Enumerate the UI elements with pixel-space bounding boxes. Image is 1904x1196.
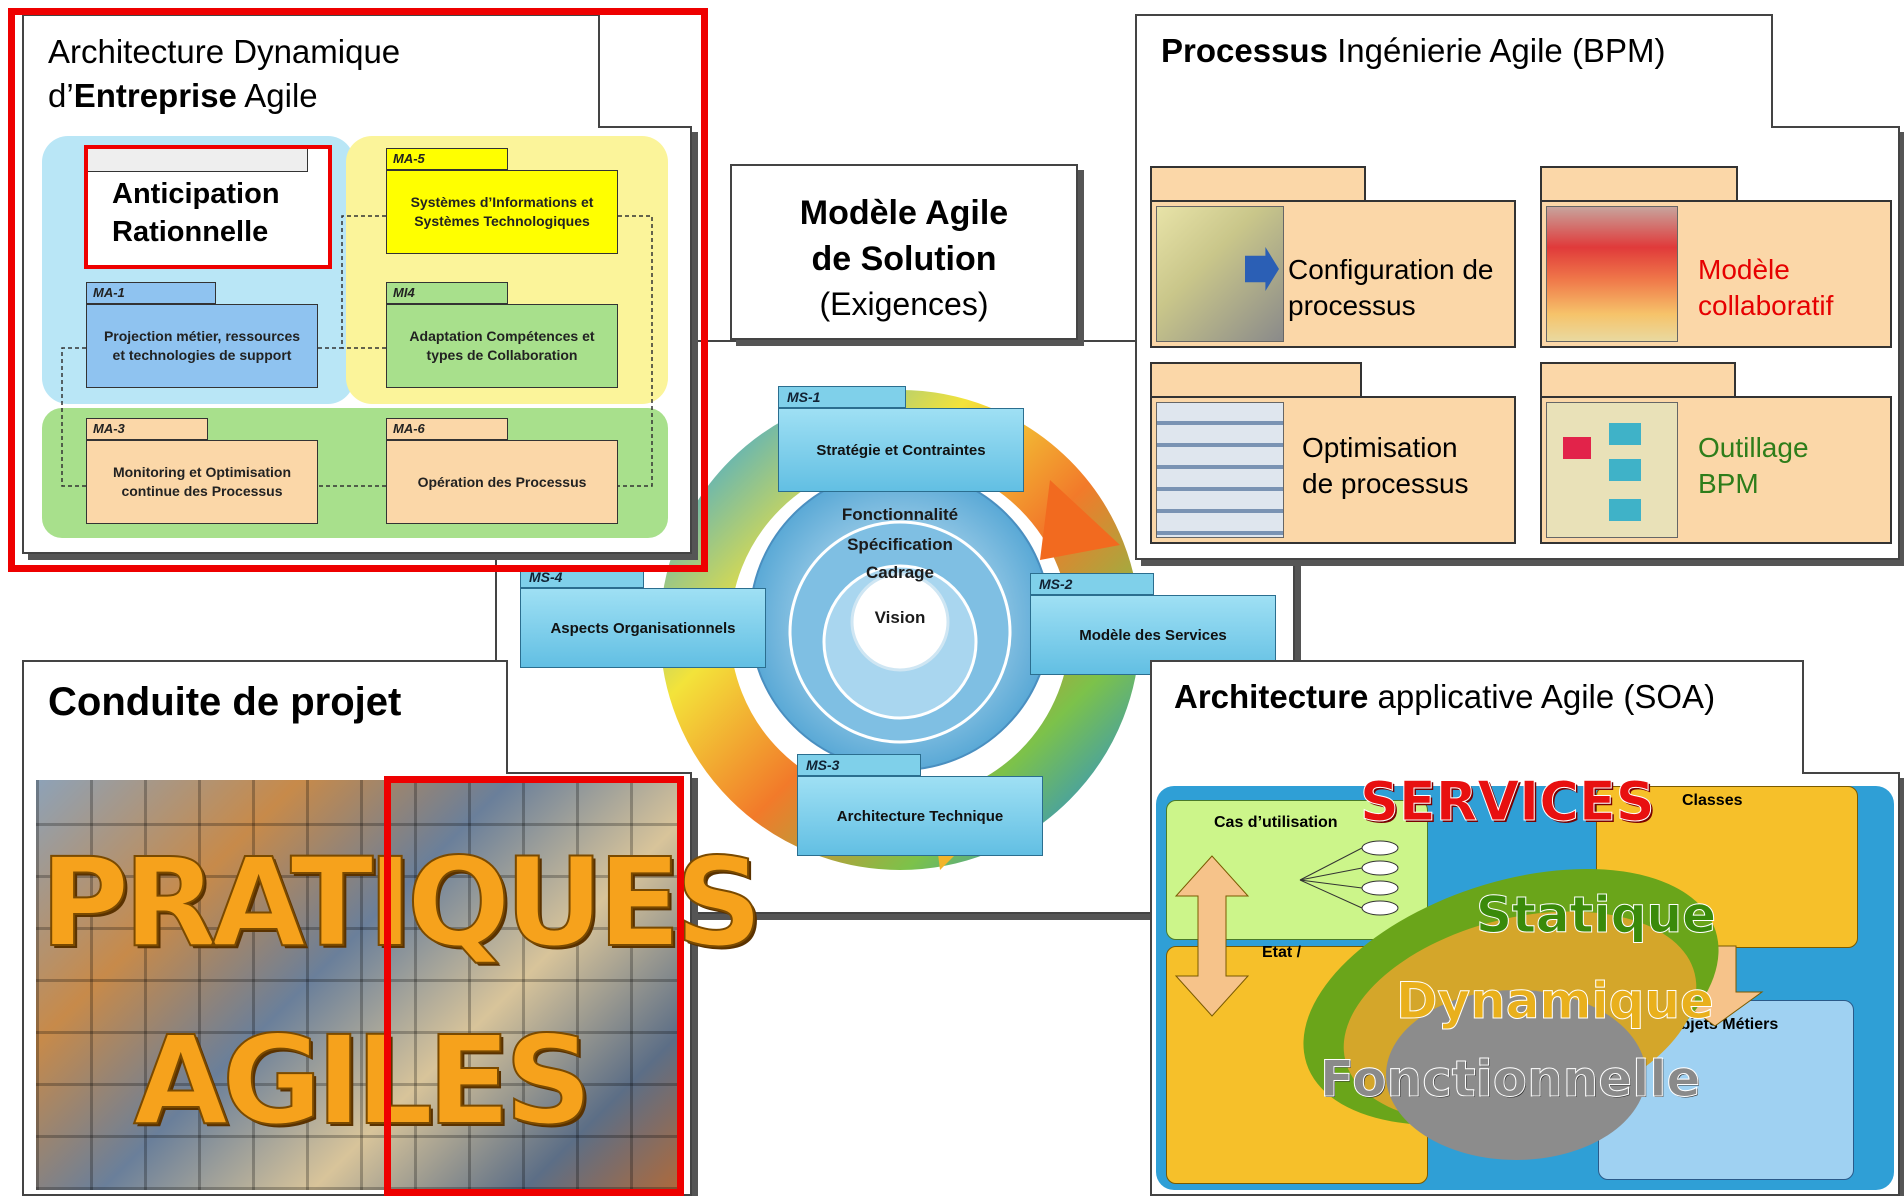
bpm-title-rest: Ingénierie Agile (BPM)	[1327, 32, 1666, 69]
soa-services-word: SERVICES	[1360, 770, 1656, 834]
solution-title-line3: (Exigences)	[819, 286, 989, 322]
projet-highlight-frame	[384, 776, 684, 1196]
anticipation-tab	[86, 146, 308, 172]
ead-title-line1: Architecture Dynamique	[48, 33, 401, 70]
anticipation-highlight-frame	[84, 145, 332, 269]
bpm-title-tab: Processus Ingénierie Agile (BPM)	[1135, 14, 1773, 128]
ms4-box: Aspects Organisationnels	[520, 588, 766, 668]
soa-objets-label: Objets Métiers	[1668, 1016, 1779, 1033]
soa-etat-label: Etat /	[1262, 944, 1302, 961]
ring-label-vision: Vision	[874, 608, 926, 627]
soa-ellipse-inner	[1386, 990, 1646, 1160]
soa-title-tab: Architecture applicative Agile (SOA)	[1150, 660, 1804, 774]
soa-dynamique-word: Dynamique	[1396, 972, 1715, 1031]
anticipation-line1: Anticipation	[112, 178, 280, 210]
ma4-tag: MI4	[386, 282, 508, 304]
projet-title: Conduite de projet	[48, 680, 402, 724]
ms3-box: Architecture Technique	[797, 776, 1043, 856]
bpm-item1-label-line1: Configuration de	[1288, 254, 1494, 285]
ms2-tag: MS-2	[1030, 573, 1154, 595]
bpm-item1-label-line2: processus	[1288, 290, 1416, 321]
soa-title-bold: Architecture	[1174, 678, 1369, 715]
ma5-tag: MA-5	[386, 148, 508, 170]
bpm-item1-tab	[1150, 166, 1366, 200]
bpm-item4-thumbnail	[1546, 402, 1678, 538]
soa-usecase-ellipses	[1299, 840, 1399, 916]
bpm-item2-label-line2: collaboratif	[1698, 290, 1834, 321]
bpm-item3-thumbnail	[1156, 402, 1284, 538]
bpm-item3-label-line1: Optimisation	[1302, 432, 1458, 463]
ma3-tag: MA-3	[86, 418, 208, 440]
soa-fonctionnelle-word: Fonctionnelle	[1319, 1050, 1701, 1109]
soa-statique-word: Statique	[1476, 886, 1717, 945]
projet-word-agiles: AGILES	[133, 1009, 594, 1153]
ring-label-fonctionnalite: Fonctionnalité	[841, 505, 959, 524]
ead-highlight-frame	[8, 8, 708, 572]
bpm-item2-thumbnail	[1546, 206, 1678, 342]
bpm-item1-thumbnail	[1156, 206, 1284, 342]
projet-word-pratiques: PRATIQUES	[39, 831, 764, 975]
anticipation-line2: Rationnelle	[112, 216, 269, 248]
ring-label-specification: Spécification	[847, 535, 953, 554]
ead-title-line2: d’Entreprise Agile	[48, 74, 598, 118]
ma6-tag: MA-6	[386, 418, 508, 440]
bpm-title-bold: Processus	[1161, 32, 1328, 69]
ma3-box: Monitoring et Optimisation continue des …	[86, 440, 318, 524]
ms3-tag: MS-3	[797, 754, 921, 776]
cycle-disc-core	[850, 572, 950, 672]
cycle-arrowhead-right	[1040, 480, 1120, 560]
solution-title-box: Modèle Agile de Solution (Exigences)	[730, 164, 1078, 340]
bpm-item2-label-line1: Modèle	[1698, 254, 1790, 285]
ead-connectors	[61, 215, 653, 487]
ring-label-cadrage: Cadrage	[865, 563, 935, 582]
ma1-box: Projection métier, ressources et technol…	[86, 304, 318, 388]
ma6-box: Opération des Processus	[386, 440, 618, 524]
bpm-item4-label-line1: Outillage	[1698, 432, 1809, 463]
soa-updown-arrow	[1174, 855, 1250, 1017]
ead-title-prefix: d’	[48, 77, 74, 114]
ma1-tag: MA-1	[86, 282, 216, 304]
projet-collage-image	[36, 780, 682, 1190]
ead-title-bold: Entreprise	[73, 77, 237, 114]
ma5-box: Systèmes d’Informations et Systèmes Tech…	[386, 170, 618, 254]
soa-title-rest: applicative Agile (SOA)	[1368, 678, 1716, 715]
projet-title-tab: Conduite de projet	[22, 660, 508, 774]
ma4-box: Adaptation Compétences et types de Colla…	[386, 304, 618, 388]
bpm-item3-label-line2: de processus	[1302, 468, 1469, 499]
ms1-box: Stratégie et Contraintes	[778, 408, 1024, 492]
ms1-tag: MS-1	[778, 386, 906, 408]
ead-title-suffix: Agile	[236, 77, 318, 114]
ead-title-tab: Architecture Dynamique d’Entreprise Agil…	[22, 14, 600, 128]
solution-title-line1: Modèle Agile	[799, 194, 1009, 232]
solution-title-line2: de Solution	[811, 240, 997, 278]
bpm-item2-tab	[1540, 166, 1738, 200]
bpm-item4-tab	[1540, 362, 1736, 396]
soa-classes-label: Classes	[1682, 792, 1743, 809]
bpm-item3-tab	[1150, 362, 1362, 396]
soa-usecase-label: Cas d’utilisation	[1214, 814, 1338, 831]
bpm-item4-label-line2: BPM	[1698, 468, 1759, 499]
